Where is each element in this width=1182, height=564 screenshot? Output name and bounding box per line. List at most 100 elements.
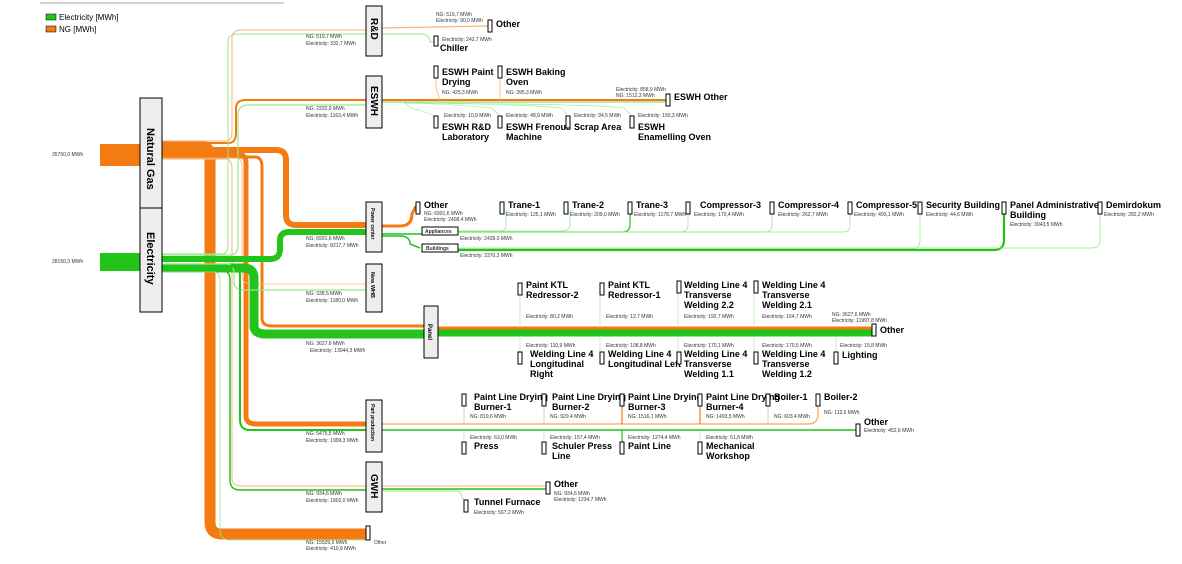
demirdokum-el: Electricity: 282,2 MWh — [1104, 212, 1154, 218]
power-center-node — [365, 201, 383, 253]
part-production-node — [365, 399, 383, 453]
b1-ng: NG: 819,6 MWh — [470, 414, 506, 420]
eswh-rdlab-node — [433, 115, 439, 129]
buildings-el: Electricity: 3370,3 MWh — [460, 253, 513, 259]
gwh-other-node — [545, 481, 551, 495]
other-bottom-el: Electricity: 410,9 MWh — [306, 546, 356, 552]
trane2-node — [563, 201, 569, 215]
b2-label1: Paint Line Drying — [552, 392, 626, 402]
trane1-label: Trane-1 — [508, 200, 540, 210]
ktl2-label1: Paint KTL — [526, 280, 569, 290]
new-whb-label: New WHB — [369, 272, 375, 298]
wl11-el: Electricity: 170,1 MWh — [684, 343, 734, 349]
buildings-label: Buildings — [426, 246, 449, 252]
flow-appl-comp5 — [458, 210, 851, 233]
part-production-ng: NG: 5475,5 MWh — [306, 431, 345, 437]
partprod-children: Paint Line Drying Burner-1 NG: 819,6 MWh… — [461, 392, 914, 461]
power-other-label: Other — [424, 200, 449, 210]
panel-label: Panel — [426, 324, 432, 340]
schuler-label2: Line — [552, 451, 571, 461]
eswh-frenous-label1: ESWH Frenous — [506, 122, 571, 132]
mech-el: Electricity: 51,8 MWh — [706, 435, 753, 441]
longr-label3: Right — [530, 369, 553, 379]
eswh-label: ESWH — [368, 86, 379, 116]
boiler1-label: Boiler-1 — [774, 392, 808, 402]
press-node — [461, 441, 467, 455]
panel-ng: NG: 3627,6 MWh — [306, 341, 345, 347]
wl22-label1: Welding Line 4 — [684, 280, 747, 290]
power-other-node — [415, 201, 421, 215]
b4-label2: Burner-4 — [706, 402, 744, 412]
panel-children: Paint KTL Redressor-2 Electricity: 80,2 … — [517, 280, 905, 379]
wl22-label2: Transverse — [684, 290, 732, 300]
flow-appl-line2 — [458, 210, 571, 232]
panel-node — [423, 305, 439, 359]
flow-rd-chiller — [382, 33, 434, 43]
ktl2-label2: Redressor-2 — [526, 290, 579, 300]
other-bottom-node — [365, 525, 371, 541]
wl21-label1: Welding Line 4 — [762, 280, 825, 290]
eswh-enamel-el: Electricity: 150,3 MWh — [638, 113, 688, 119]
comp4-el: Electricity: 262,7 MWh — [778, 212, 828, 218]
boiler2-ng: NG: 113,6 MWh — [824, 410, 860, 416]
longl-label1: Welding Line 4 — [608, 349, 671, 359]
b4-label1: Paint Line Drying — [706, 392, 780, 402]
longr-el: Electricity: 110,9 MWh — [526, 343, 576, 349]
eswh-scrap-label: Scrap Area — [574, 122, 622, 132]
trane3-el: Electricity: 1178,7 MWh — [634, 212, 686, 218]
pp-other-node — [855, 423, 861, 437]
mech-node — [697, 441, 703, 455]
ktl1-label1: Paint KTL — [608, 280, 651, 290]
b1-label1: Paint Line Drying — [474, 392, 548, 402]
longr-node — [517, 351, 523, 365]
b3-node — [619, 393, 625, 407]
power-other-el: Electricity: 2408,4 MWh — [424, 217, 477, 223]
electricity-node — [139, 207, 163, 313]
demirdokum-node — [1097, 201, 1103, 215]
appliances-el: Electricity: 2439,0 MWh — [460, 236, 513, 242]
part-production-el: Electricity: 1999,3 MWh — [306, 438, 359, 444]
b3-label2: Burner-3 — [628, 402, 666, 412]
eswh-baking-ng: NG: 395,3 MWh — [506, 90, 542, 96]
power-children: Other NG: 6991,6 MWh Electricity: 2408,4… — [415, 200, 1161, 259]
flow-ng-panel — [162, 155, 424, 328]
trane3-label: Trane-3 — [636, 200, 668, 210]
pp-other-el: Electricity: 452,6 MWh — [864, 428, 914, 434]
boiler2-node — [815, 393, 821, 407]
eswh-rdlab-label1: ESWH R&D — [442, 122, 491, 132]
rd-node — [365, 5, 383, 57]
comp3-label: Compressor-3 — [700, 200, 761, 210]
natural-gas-value: 35750,0 MWh — [52, 152, 83, 158]
eswh-baking-label1: ESWH Baking — [506, 67, 566, 77]
wl22-el: Electricity: 192,7 MWh — [684, 314, 734, 320]
schuler-el: Electricity: 157,4 MWh — [550, 435, 600, 441]
wl12-label1: Welding Line 4 — [762, 349, 825, 359]
flow-ng-eswh — [162, 99, 366, 144]
wl11-label2: Transverse — [684, 359, 732, 369]
eswh-rdlab-label2: Laboratory — [442, 132, 489, 142]
b3-ng: NG: 1516,1 MWh — [628, 414, 667, 420]
press-label: Press — [474, 441, 499, 451]
b4-node — [697, 393, 703, 407]
b2-label2: Burner-2 — [552, 402, 590, 412]
boiler2-label: Boiler-2 — [824, 392, 858, 402]
gwh-node — [365, 461, 383, 513]
power-center-el: Electricity: 8217,7 MWh — [306, 243, 359, 249]
pp-other-label: Other — [864, 417, 889, 427]
power-other-ng: NG: 6991,6 MWh — [424, 211, 463, 217]
paintline-label: Paint Line — [628, 441, 671, 451]
ktl1-node — [599, 282, 605, 296]
eswh-baking-node — [497, 65, 503, 79]
eswh-other-el: Electricity: 858,9 MWh — [616, 87, 666, 93]
tunnel-node — [463, 499, 469, 513]
trane2-el: Electricity: 209,0 MWh — [570, 212, 620, 218]
trane2-label: Trane-2 — [572, 200, 604, 210]
eswh-scrap-node — [565, 115, 571, 129]
gwh-ng: NG: 934,6 MWh — [306, 491, 342, 497]
lighting-node — [833, 351, 839, 365]
electricity-value: 28150,3 MWh — [52, 259, 83, 265]
wl12-node — [753, 351, 759, 365]
part-production-label: Part production — [369, 404, 375, 441]
panel-el: Electricity: 13044,3 MWh — [310, 348, 366, 354]
eswh-other-label: ESWH Other — [674, 92, 728, 102]
